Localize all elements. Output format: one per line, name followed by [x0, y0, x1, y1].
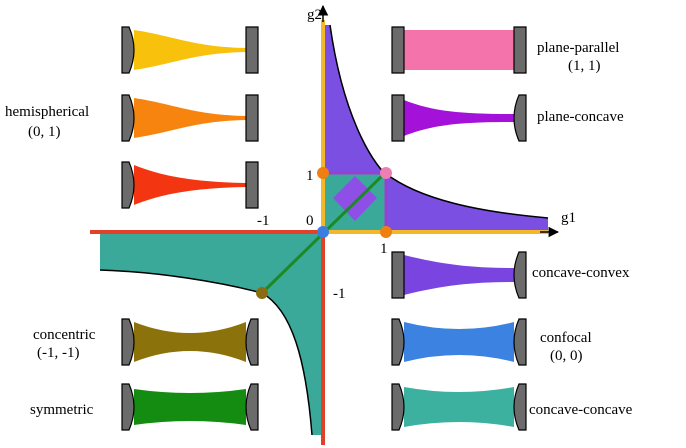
beam-concentric — [134, 322, 246, 362]
g2-axis-label: g2 — [307, 7, 322, 23]
mirror-right — [245, 26, 259, 74]
resonator-symmetric — [121, 383, 259, 431]
resonator-plane-concave — [391, 94, 527, 142]
label-plane-concave: plane-concave — [537, 109, 624, 125]
point-plane-concave — [380, 226, 392, 238]
resonator-icons — [121, 26, 527, 431]
beam-plane-concave — [404, 100, 514, 136]
resonator-concave-convex — [391, 251, 527, 299]
label-concentric: concentric — [33, 327, 96, 343]
label-concave-convex: concave-convex — [532, 265, 630, 281]
beam-confocal — [404, 322, 514, 362]
resonator-plane-parallel — [391, 26, 527, 74]
mirror-left — [391, 251, 405, 299]
sublabel-confocal: (0, 0) — [550, 348, 583, 364]
tick-origin: 0 — [306, 213, 314, 229]
sublabel-hemispherical: (0, 1) — [28, 124, 61, 140]
beam-hemispherical — [134, 98, 246, 138]
point-hemispherical — [317, 167, 329, 179]
label-symmetric: symmetric — [30, 402, 94, 418]
resonator-hemispherical — [121, 94, 259, 142]
label-plane-parallel: plane-parallel — [537, 40, 619, 56]
mirror-right — [245, 318, 259, 366]
mirror-right — [513, 318, 527, 366]
mirror-left — [391, 94, 405, 142]
beam-concave-convex — [404, 255, 514, 295]
mirror-right — [513, 26, 527, 74]
beam-symmetric — [134, 389, 246, 425]
mirror-left — [121, 26, 135, 74]
resonator-top-left-yellow — [121, 26, 259, 74]
point-confocal — [317, 226, 329, 238]
mirror-right — [245, 94, 259, 142]
label-hemispherical: hemispherical — [5, 104, 89, 120]
mirror-right — [513, 383, 527, 431]
resonator-red-taper — [121, 161, 259, 209]
beam-concave-concave — [404, 387, 514, 427]
resonator-concentric — [121, 318, 259, 366]
mirror-left — [121, 318, 135, 366]
point-plane-parallel — [380, 167, 392, 179]
mirror-left — [121, 383, 135, 431]
beam-red-taper — [134, 165, 246, 205]
tick-one-y: 1 — [306, 168, 314, 184]
tick-neg-y: -1 — [333, 286, 346, 302]
mirror-left — [391, 26, 405, 74]
resonator-concave-concave — [391, 383, 527, 431]
label-concave-concave: concave-concave — [529, 402, 633, 418]
resonator-confocal — [391, 318, 527, 366]
mirror-left — [391, 318, 405, 366]
label-confocal: confocal — [540, 330, 592, 346]
mirror-right — [513, 251, 527, 299]
stability-diamond — [333, 176, 377, 221]
mirror-right — [245, 161, 259, 209]
stable-region-q3 — [100, 232, 323, 435]
sublabel-plane-parallel: (1, 1) — [568, 58, 601, 74]
tick-neg-x: -1 — [257, 213, 270, 229]
tick-one-x: 1 — [380, 241, 388, 257]
mirror-left — [121, 161, 135, 209]
mirror-left — [391, 383, 405, 431]
mirror-right — [513, 94, 527, 142]
sublabel-concentric: (-1, -1) — [37, 345, 79, 361]
mirror-right — [245, 383, 259, 431]
g1-axis-label: g1 — [561, 210, 576, 226]
beam-plane-parallel — [404, 30, 514, 70]
point-concentric — [256, 287, 268, 299]
beam-top-left-yellow — [134, 30, 246, 70]
mirror-left — [121, 94, 135, 142]
